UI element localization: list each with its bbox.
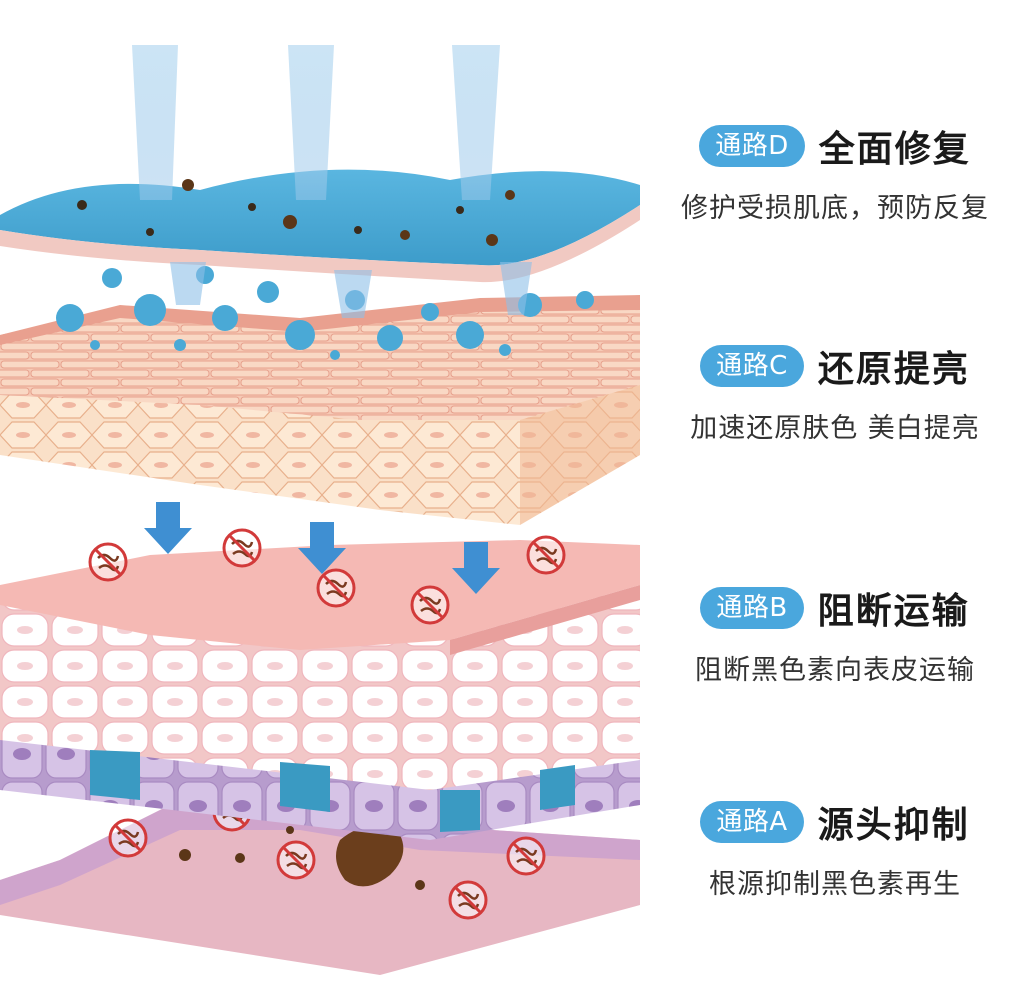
pathway-description: 阻断黑色素向表皮运输 bbox=[650, 648, 1020, 687]
blocked-melanin-icon bbox=[318, 570, 354, 606]
pathway-badge: 通路A bbox=[700, 801, 803, 843]
pathway-description: 根源抑制黑色素再生 bbox=[650, 862, 1020, 901]
pathway-description: 修护受损肌底，预防反复 bbox=[650, 186, 1020, 225]
layer-cells bbox=[0, 530, 640, 840]
pathway-title: 源头抑制 bbox=[818, 796, 970, 848]
blocked-melanin-icon bbox=[412, 587, 448, 623]
blocked-melanin-icon bbox=[450, 882, 486, 918]
pathway-badge: 通路B bbox=[700, 587, 803, 629]
pathway-a: 通路A 源头抑制 根源抑制黑色素再生 bbox=[650, 796, 1020, 901]
pathway-c: 通路C 还原提亮 加速还原肤色 美白提亮 bbox=[650, 340, 1020, 445]
blocked-melanin-icon bbox=[508, 838, 544, 874]
pathway-badge: 通路C bbox=[700, 345, 804, 387]
blocked-melanin-icon bbox=[528, 537, 564, 573]
pathway-d: 通路D 全面修复 修护受损肌底，预防反复 bbox=[650, 120, 1020, 225]
blocked-melanin-icon bbox=[110, 820, 146, 856]
pathway-title: 全面修复 bbox=[819, 120, 971, 172]
blocked-melanin-icon bbox=[278, 842, 314, 878]
blocked-melanin-icon bbox=[224, 530, 260, 566]
pathway-badge: 通路D bbox=[699, 125, 805, 167]
down-arrow-icon bbox=[144, 502, 192, 554]
layer-epidermis bbox=[0, 295, 640, 525]
skin-layers-diagram bbox=[0, 0, 650, 1000]
blocked-melanin-icon bbox=[90, 544, 126, 580]
pathway-b: 通路B 阻断运输 阻断黑色素向表皮运输 bbox=[650, 582, 1020, 687]
pathway-description: 加速还原肤色 美白提亮 bbox=[650, 406, 1020, 445]
pathway-title: 阻断运输 bbox=[818, 582, 970, 634]
pathway-title: 还原提亮 bbox=[818, 340, 970, 392]
